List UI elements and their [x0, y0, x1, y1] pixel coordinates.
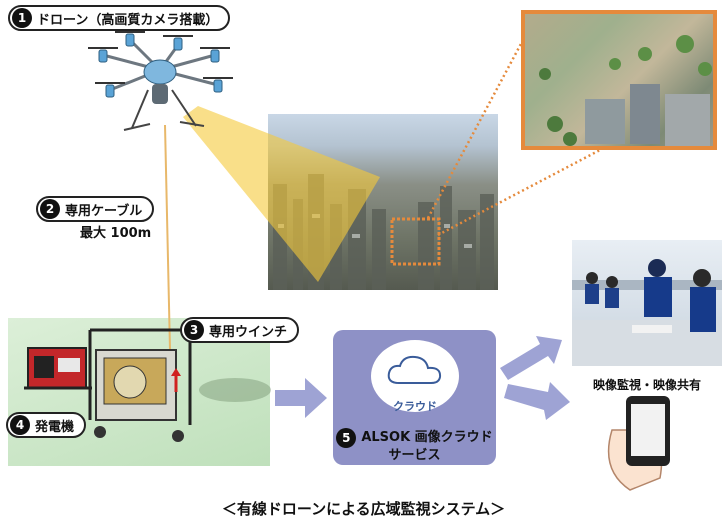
winch-number: 3 — [184, 320, 204, 340]
winch-label: 3 専用ウインチ — [180, 317, 299, 343]
cable-length: 最大 100m — [80, 222, 151, 241]
smartphone-icon — [626, 396, 670, 466]
generator-label-text: 発電機 — [35, 416, 74, 435]
winch-icon — [90, 330, 190, 442]
cloud-service-line2: サービス — [388, 448, 440, 463]
cloud-icon-label: クラウド — [371, 398, 459, 414]
zoom-line-top — [428, 40, 523, 218]
arrow-to-phone — [504, 382, 570, 420]
tether-cable — [165, 125, 170, 350]
cloud-service-line1: ALSOK 画像クラウド — [361, 430, 492, 446]
arrow-to-monitor — [500, 336, 562, 380]
drone-label: 1 ドローン（高画質カメラ搭載） — [8, 5, 230, 31]
winch-label-text: 専用ウインチ — [209, 321, 287, 340]
drone-shadow — [199, 378, 271, 402]
cable-label-text: 専用ケーブル — [65, 200, 142, 219]
zoom-line-bottom — [438, 150, 600, 235]
arrow-to-cloud — [275, 378, 327, 418]
drone-number: 1 — [12, 8, 32, 28]
drone-label-text: ドローン（高画質カメラ搭載） — [37, 9, 218, 28]
diagram-caption: ＜有線ドローンによる広域監視システム＞ — [0, 498, 727, 519]
cloud-service-title: 5 ALSOK 画像クラウド サービス — [333, 428, 496, 464]
monitor-label: 映像監視・映像共有 — [572, 376, 722, 393]
camera-view-cone — [183, 106, 380, 282]
generator-number: 4 — [10, 415, 30, 435]
generator-icon — [24, 348, 92, 388]
cable-number: 2 — [40, 199, 60, 219]
generator-label: 4 発電機 — [6, 412, 86, 438]
cloud-icon — [385, 353, 445, 389]
cable-label: 2 専用ケーブル — [36, 196, 154, 222]
cloud-service-number: 5 — [336, 428, 356, 448]
zoom-target-box — [392, 219, 439, 264]
